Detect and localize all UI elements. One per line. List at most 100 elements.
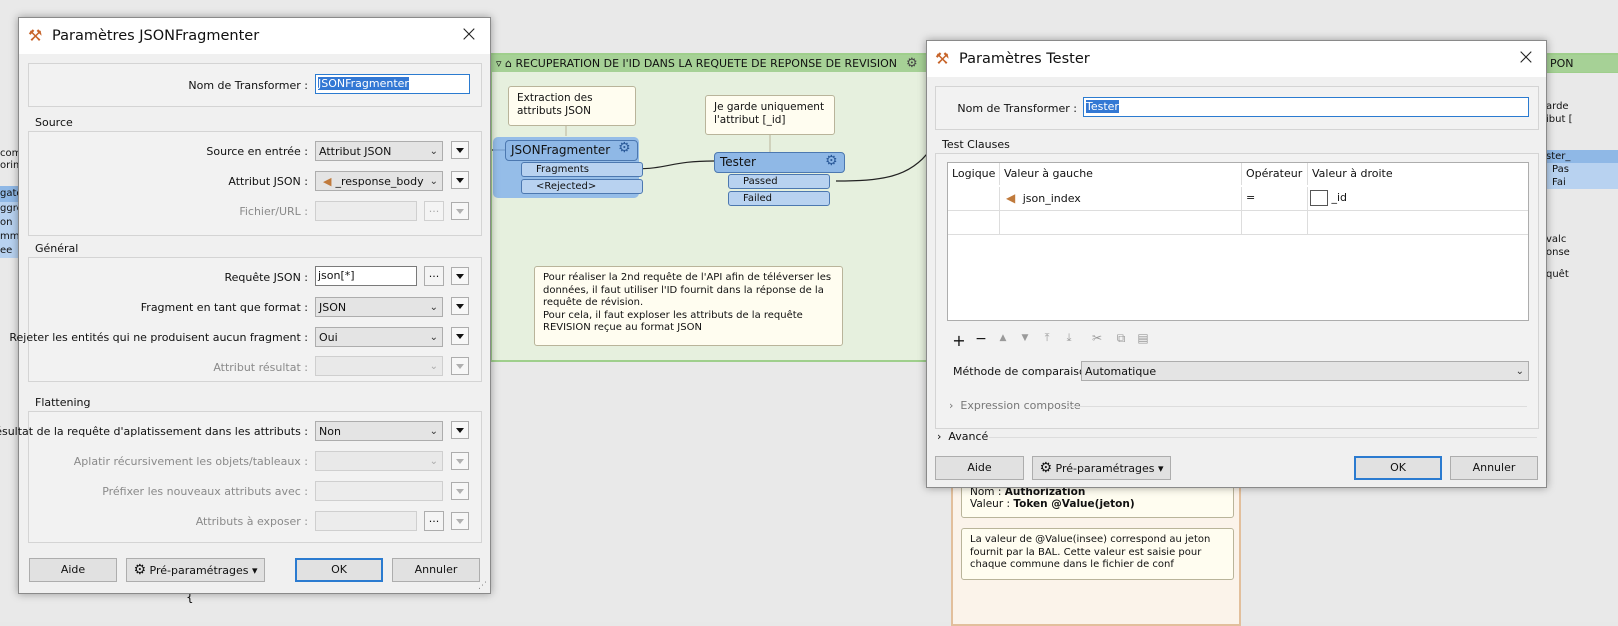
table-cell-empty[interactable] <box>948 211 1000 235</box>
move-bottom-icon[interactable]: ⤓ <box>1066 331 1072 344</box>
attribut-resultat-select[interactable]: ⌄ <box>315 356 443 376</box>
transformer-name-field[interactable]: Tester <box>1083 97 1529 117</box>
annotation-garde[interactable]: Je garde uniquement l'attribut [_id] <box>705 95 835 135</box>
prefixer-label: Préfixer les nouveaux attributs avec : <box>102 485 308 498</box>
options-dropdown-button[interactable] <box>451 327 469 345</box>
jsonfragmenter-dialog[interactable]: ⚒ Paramètres JSONFragmenter × Nom de Tra… <box>0 17 491 594</box>
methode-select[interactable]: Automatique⌄ <box>1081 361 1529 381</box>
cut-icon[interactable]: ✂ <box>1091 331 1103 345</box>
options-dropdown-button[interactable] <box>451 421 469 439</box>
options-dropdown-button[interactable] <box>451 482 469 500</box>
collapse-icon[interactable]: ▿ ⌂ <box>496 57 516 70</box>
source-entree-select[interactable]: Attribut JSON⌄ <box>315 141 443 161</box>
note-text: Token @Value(jeton) <box>1013 498 1135 510</box>
browse-button[interactable]: ... <box>424 266 444 286</box>
column-header[interactable]: Valeur à gauche <box>1000 163 1242 185</box>
cancel-button[interactable]: Annuler <box>1450 456 1538 480</box>
port-rejected[interactable]: <Rejected> <box>521 179 643 194</box>
move-up-icon[interactable]: ▲ <box>999 333 1007 343</box>
cell-value: json_index <box>1022 192 1081 205</box>
rejeter-select[interactable]: Oui⌄ <box>315 327 443 347</box>
table-cell-empty[interactable] <box>1242 211 1308 235</box>
options-dropdown-button[interactable] <box>451 141 469 159</box>
copy-icon[interactable]: ⧉ <box>1116 331 1126 345</box>
gear-icon[interactable]: ⚙ <box>618 140 631 156</box>
gear-icon: ⚙ <box>1039 460 1053 476</box>
resultat-select[interactable]: Non⌄ <box>315 421 443 441</box>
requete-json-field[interactable]: json[*] <box>315 266 417 286</box>
caret-down-icon: ▾ <box>252 564 258 577</box>
help-button[interactable]: Aide <box>935 456 1024 480</box>
paste-icon[interactable]: ▤ <box>1137 331 1149 345</box>
gear-icon[interactable]: ⚙ <box>825 153 838 169</box>
options-dropdown-button[interactable] <box>451 297 469 315</box>
options-dropdown-button[interactable] <box>451 171 469 189</box>
chevron-down-icon: ⌄ <box>429 456 438 467</box>
cancel-button[interactable]: Annuler <box>392 558 480 582</box>
clauses-table[interactable]: Logique Valeur à gauche Opérateur Valeur… <box>947 162 1529 321</box>
tester-transformer[interactable]: Tester <box>714 152 845 173</box>
right-edge-text: ster_ <box>1546 150 1618 163</box>
port-passed[interactable]: Passed <box>728 174 830 189</box>
move-down-icon[interactable]: ▼ <box>1021 333 1029 343</box>
remove-row-icon[interactable]: − <box>975 331 987 347</box>
exposer-field[interactable] <box>315 511 417 531</box>
column-header[interactable]: Logique <box>948 163 1000 185</box>
left-edge-text: on <box>0 216 22 230</box>
presets-button[interactable]: ⚙ Pré-paramétrages ▾ <box>126 558 265 582</box>
presets-button[interactable]: ⚙ Pré-paramétrages ▾ <box>1032 456 1171 480</box>
avance-toggle[interactable]: › Avancé <box>937 430 988 443</box>
browse-button[interactable]: ... <box>424 201 444 221</box>
add-row-icon[interactable]: + <box>952 331 966 350</box>
right-edge-text: valc <box>1546 234 1567 245</box>
bookmark-region-auth[interactable]: Nom : Authorization Valeur : Token @Valu… <box>951 480 1241 626</box>
table-cell-gauche[interactable]: ◀ json_index <box>1000 187 1242 211</box>
port-failed[interactable]: Failed <box>728 191 830 206</box>
aplatir-select[interactable]: ⌄ <box>315 451 443 471</box>
bookmark-header[interactable]: ▿ ⌂ RECUPERATION DE l'ID DANS LA REQUETE… <box>492 55 930 72</box>
button-label: Pré-paramétrages <box>149 564 249 577</box>
column-header[interactable]: Valeur à droite <box>1308 163 1528 185</box>
table-cell-empty[interactable] <box>1000 211 1242 235</box>
close-icon[interactable]: × <box>1516 45 1536 70</box>
help-button[interactable]: Aide <box>29 558 117 582</box>
nom-label: Nom de Transformer : <box>957 102 1077 115</box>
transformer-name-field[interactable]: JSONFragmenter <box>315 74 470 94</box>
browse-button[interactable]: ... <box>424 511 444 531</box>
table-cell-logique[interactable] <box>948 187 1000 211</box>
annotation-extraction[interactable]: Extraction des attributs JSON <box>508 86 636 126</box>
dialog-titlebar[interactable]: ⚒ Paramètres JSONFragmenter × <box>19 18 490 54</box>
field-value: Tester <box>1086 100 1119 113</box>
bookmark-region-right[interactable]: PON <box>1544 53 1618 73</box>
options-dropdown-button[interactable] <box>451 512 469 530</box>
options-dropdown-button[interactable] <box>451 452 469 470</box>
prefixer-field[interactable] <box>315 481 443 501</box>
column-header[interactable]: Opérateur <box>1242 163 1308 185</box>
table-cell-operateur[interactable]: = <box>1242 187 1308 211</box>
dialog-titlebar[interactable]: ⚒ Paramètres Tester × <box>927 41 1546 77</box>
options-dropdown-button[interactable] <box>451 267 469 285</box>
options-dropdown-button[interactable] <box>451 202 469 220</box>
attribut-json-select[interactable]: ◀_response_body⌄ <box>315 171 443 191</box>
source-group-label: Source <box>35 116 73 129</box>
left-edge-text: com <box>0 148 22 159</box>
port-fragments[interactable]: Fragments <box>521 162 643 177</box>
close-icon[interactable]: × <box>459 22 479 47</box>
field-value: JSONFragmenter <box>318 77 409 90</box>
fragment-format-select[interactable]: JSON⌄ <box>315 297 443 317</box>
resize-grip-icon[interactable]: ⋰ <box>478 581 487 591</box>
annotation-insee[interactable]: La valeur de @Value(insee) correspond au… <box>961 528 1234 580</box>
gear-icon[interactable]: ⚙ <box>906 56 918 71</box>
table-cell-empty[interactable] <box>1308 211 1528 235</box>
move-top-icon[interactable]: ⤒ <box>1044 331 1050 344</box>
ok-button[interactable]: OK <box>1354 456 1442 480</box>
chevron-right-icon: › <box>949 399 954 412</box>
annotation-pour[interactable]: Pour réaliser la 2nd requête de l'API af… <box>534 266 843 346</box>
jsonfragmenter-transformer[interactable]: JSONFragmenter <box>505 140 638 161</box>
expression-toggle[interactable]: › Expression composite <box>949 399 1081 412</box>
tester-dialog[interactable]: ⚒ Paramètres Tester × Nom de Transformer… <box>926 40 1547 488</box>
options-dropdown-button[interactable] <box>451 357 469 375</box>
ok-button[interactable]: OK <box>295 558 383 582</box>
table-cell-droite[interactable]: _id <box>1308 187 1528 211</box>
fichier-url-field[interactable] <box>315 201 417 221</box>
